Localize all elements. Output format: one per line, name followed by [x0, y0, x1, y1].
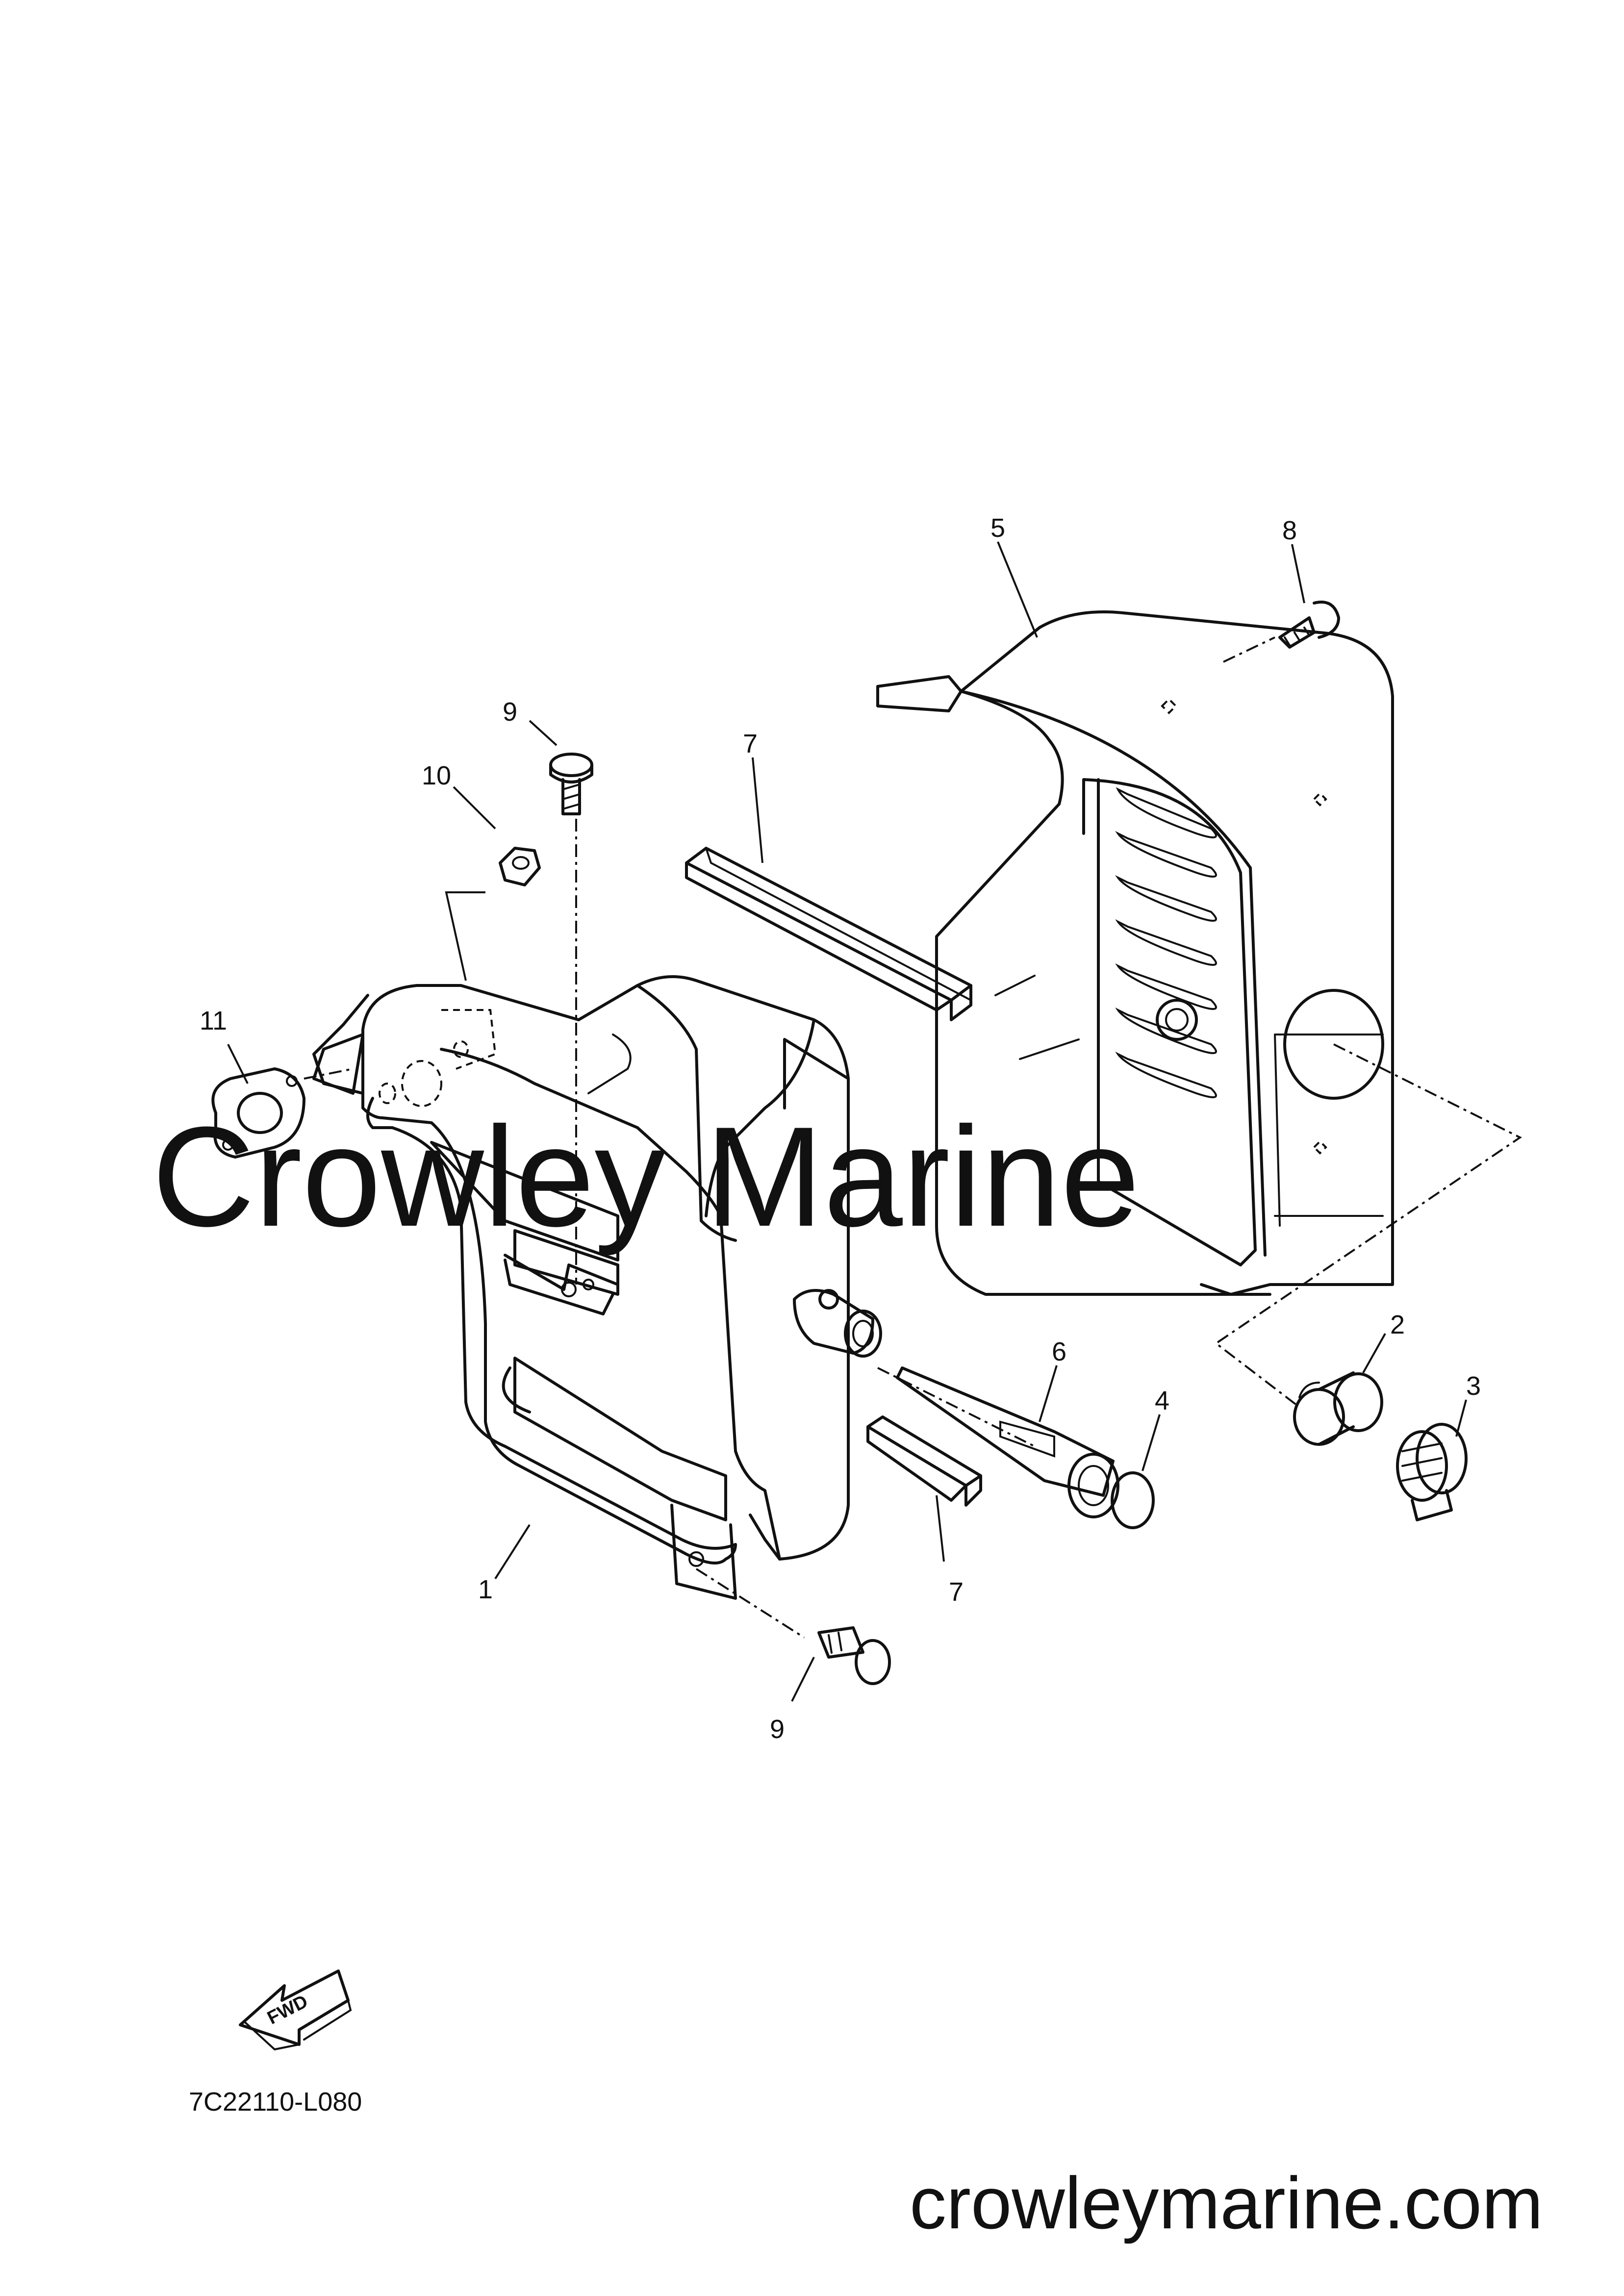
part-9-bolt-lower [817, 1626, 891, 1685]
part-10-nut [499, 847, 541, 886]
callout-4: 4 [1155, 1386, 1169, 1415]
callout-7-upper: 7 [743, 729, 758, 758]
callout-7-lower: 7 [949, 1577, 964, 1607]
watermark-text: Crowley Marine [152, 1097, 1140, 1257]
callout-5: 6 [1052, 1337, 1066, 1366]
callout-2: 2 [1390, 1310, 1405, 1339]
part-9-bolt-upper [549, 753, 593, 815]
callout-3: 3 [1466, 1371, 1481, 1401]
callout-11: 11 [200, 1006, 227, 1035]
callout-10: 10 [422, 761, 451, 790]
fwd-arrow-icon: FWD [239, 1969, 352, 2050]
part-6-muffler-cover [876, 610, 1394, 1296]
callout-1: 1 [478, 1575, 493, 1604]
footer-url: crowleymarine.com [910, 2162, 1543, 2244]
part-3-hose-clamp [1396, 1423, 1468, 1521]
part-5-strainer [896, 1366, 1119, 1518]
part-11-gasket [211, 1067, 305, 1159]
callout-9-lower: 9 [770, 1715, 785, 1744]
part-7-strip-upper [685, 847, 972, 1021]
part-4-cap [1111, 1471, 1155, 1529]
diagram-code: 7C22110-L080 [189, 2087, 362, 2117]
callout-9-upper: 9 [503, 697, 517, 727]
callout-8: 8 [1282, 516, 1297, 545]
part-2-grommet [1293, 1371, 1383, 1446]
part-1-muffler [312, 975, 882, 1600]
part-7-strip-lower [866, 1415, 982, 1507]
callout-6: 5 [990, 513, 1005, 543]
callouts: 5 8 7 9 10 11 1 2 3 4 6 7 9 [200, 513, 1481, 1744]
part-8-bolt [1278, 601, 1340, 649]
leader-lines [227, 541, 1522, 1702]
